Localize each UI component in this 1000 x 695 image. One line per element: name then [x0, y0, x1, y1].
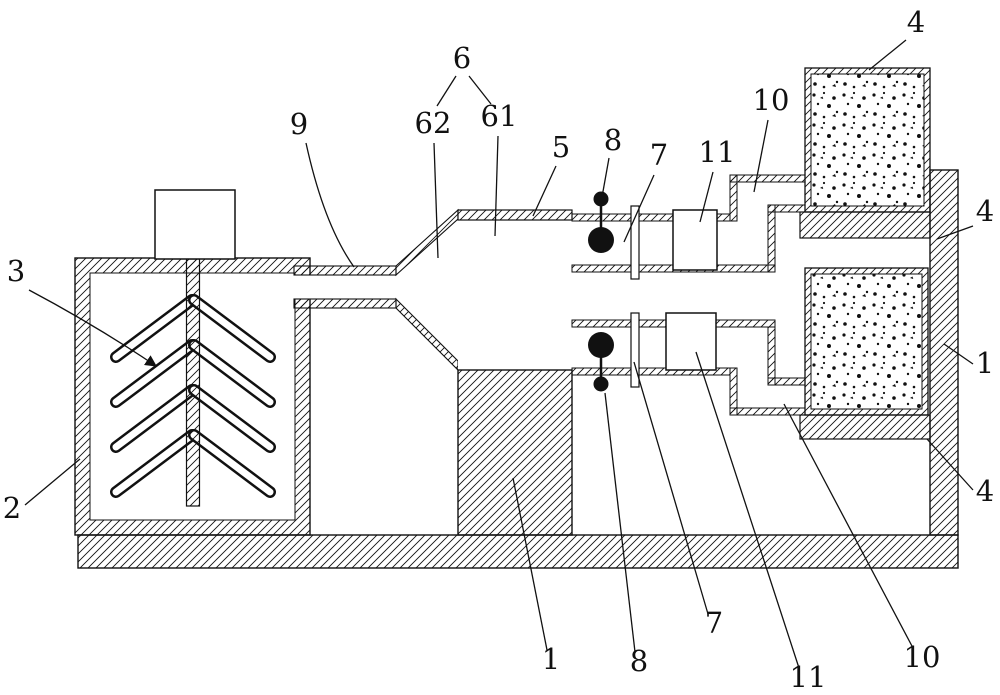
- pump-11-bottom: [665, 312, 717, 371]
- mixer-blade: [112, 386, 196, 451]
- funnel-wall-top: [395, 208, 459, 277]
- label-11-bottom: 11: [790, 660, 827, 694]
- pipe-10-bottom-drop-right: [767, 326, 776, 386]
- label-7-top: 7: [650, 138, 668, 172]
- pipe-10-top-riser-right: [767, 204, 776, 273]
- leader-8-bottom: [604, 392, 636, 653]
- leader-6-left: [436, 75, 457, 107]
- leader-lines: [24, 39, 974, 669]
- mixer-blade: [190, 386, 274, 451]
- leader-3-arrow: [28, 289, 157, 367]
- chamber-5: [457, 209, 573, 370]
- leader-9: [305, 142, 355, 268]
- leader-4-right-lower: [926, 438, 974, 491]
- leader-8-top: [601, 157, 610, 198]
- mixer-blade: [112, 341, 196, 406]
- valve-8-top: [588, 191, 614, 253]
- label-3: 3: [7, 254, 25, 288]
- funnel-62: [395, 208, 459, 372]
- label-4-right: 4: [976, 194, 994, 228]
- mixer-blade: [190, 431, 274, 496]
- label-4-top: 4: [907, 5, 925, 39]
- chamber-5-interior: [458, 210, 572, 370]
- mold-4-bottom: [804, 267, 929, 416]
- mixer-blade: [190, 341, 274, 406]
- frame-right-bar: [929, 169, 959, 536]
- leader-6-right: [468, 75, 492, 105]
- frame-strip-top: [799, 211, 931, 239]
- motor-block: [154, 189, 236, 260]
- leader-62: [433, 142, 439, 259]
- label-10-top: 10: [753, 83, 790, 117]
- leader-2: [24, 458, 81, 506]
- flange-bottom: [630, 312, 640, 388]
- valve-ball: [588, 227, 614, 253]
- leader-61: [494, 135, 499, 237]
- mixer-blade: [112, 431, 196, 496]
- mold-4-bottom-material: [810, 273, 923, 410]
- pump-11-top: [672, 209, 718, 271]
- base-block-1: [457, 369, 573, 536]
- leader-10-bottom: [783, 403, 914, 649]
- mold-4-top: [804, 67, 931, 213]
- frame-strip-bottom: [799, 414, 931, 440]
- valve-handle-ball: [593, 191, 609, 207]
- feed-pipe-9: [293, 265, 397, 309]
- reference-numerals: 4 10 11 7 8 5 6 61 62 9 3 2 1 8 7 11 10 …: [3, 5, 994, 694]
- label-7-bottom: 7: [705, 606, 723, 640]
- label-2: 2: [3, 491, 21, 525]
- label-8-bottom: 8: [630, 644, 648, 678]
- pipe-9-wall-bottom: [293, 298, 397, 309]
- pipe-10-bottom-run-lower: [729, 407, 806, 416]
- valve-handle-ball: [593, 376, 609, 392]
- valve-8-bottom: [588, 332, 614, 392]
- label-10-bottom: 10: [904, 640, 941, 674]
- label-4-right-lower: 4: [976, 474, 994, 508]
- label-8-top: 8: [604, 123, 622, 157]
- label-6: 6: [453, 41, 471, 75]
- label-61: 61: [481, 99, 518, 133]
- label-11-top: 11: [699, 135, 736, 169]
- pipe-9-wall-top: [293, 265, 397, 276]
- mixer-blade: [190, 296, 274, 361]
- valve-ball: [588, 332, 614, 358]
- mixer-shaft: [185, 258, 201, 507]
- mold-4-top-material: [810, 73, 925, 207]
- leader-11-bottom: [695, 351, 800, 669]
- pipe-10-top-run-upper: [729, 174, 806, 183]
- base-plate: [77, 534, 959, 569]
- funnel-wall-bottom: [395, 297, 459, 372]
- chamber-5-top-wall: [457, 209, 573, 221]
- leader-4-right: [936, 225, 974, 240]
- label-1-bottom: 1: [542, 642, 560, 676]
- leader-1-bottom: [512, 477, 548, 651]
- label-9: 9: [290, 107, 308, 141]
- pipe-9-bore: [294, 275, 396, 299]
- leader-10-top: [753, 119, 769, 193]
- leader-7-bottom: [633, 361, 709, 615]
- mixer-blades: [110, 294, 276, 498]
- label-1-right: 1: [976, 346, 994, 380]
- leader-7-top: [623, 174, 655, 243]
- leader-4-top: [868, 39, 907, 71]
- label-62: 62: [415, 106, 452, 140]
- leader-1-right: [943, 343, 974, 365]
- label-5: 5: [552, 130, 570, 164]
- leader-11-top: [699, 171, 714, 223]
- flange-top: [630, 205, 640, 280]
- leader-5: [532, 165, 557, 217]
